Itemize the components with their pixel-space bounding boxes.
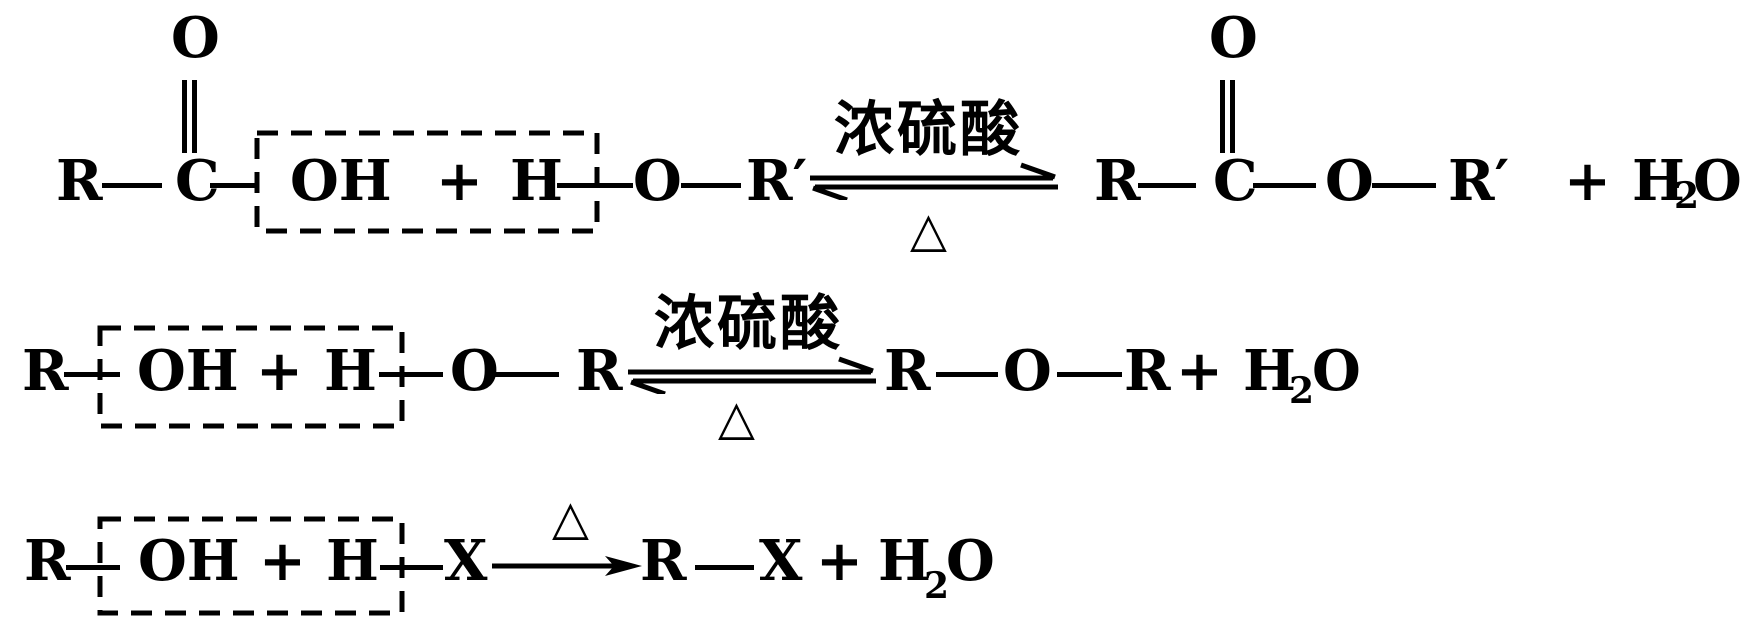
r-prime-group-label: R′ [1448,148,1510,214]
r-group-label: R [884,338,931,404]
plus-sign: + [259,528,306,594]
condition-heat-delta: △ [718,390,755,446]
single-bond [102,183,162,188]
equilibrium-arrows [628,356,876,394]
carbonyl-oxygen-label: O [171,5,220,71]
single-bond [1138,183,1196,188]
r-group-label: R [56,148,103,214]
plus-sign: + [1176,338,1223,404]
hydrogen-label: H [324,338,377,404]
r-group-label: R [1124,338,1171,404]
ester-oxygen-label: O [1325,148,1374,214]
single-bond [681,183,741,188]
single-bond [379,372,443,377]
water-hydrogen-label: H [878,528,931,594]
r-group-label: R [22,338,69,404]
r-prime-group-label: R′ [746,148,808,214]
plus-sign: + [436,148,483,214]
oxygen-label: O [450,338,499,404]
reaction-arrow [492,556,642,576]
r-group-label: R [1094,148,1141,214]
hydroxyl-label: OH [138,528,240,594]
hydrogen-label: H [510,148,563,214]
single-bond [64,372,120,377]
single-bond [210,183,257,188]
double-bond [1230,80,1235,153]
water-hydrogen-label: H [1632,148,1685,214]
carbonyl-carbon-label: C [175,148,220,214]
single-bond [66,565,120,570]
r-group-label: R [640,528,687,594]
single-bond [695,565,754,570]
double-bond [182,80,187,153]
condition-heat-delta: △ [552,490,589,546]
water-subscript: 2 [1674,175,1700,217]
single-bond [380,565,443,570]
equilibrium-arrows [810,162,1058,200]
single-bond [495,372,559,377]
condition-heat-delta: △ [910,202,947,258]
plus-sign: + [256,338,303,404]
oxygen-label: O [633,148,682,214]
hydroxyl-label: OH [137,338,239,404]
carbonyl-oxygen-label: O [1209,5,1258,71]
single-bond [1057,372,1122,377]
water-hydrogen-label: H [1243,338,1296,404]
single-bond [557,183,633,188]
plus-sign: + [1564,148,1611,214]
water-oxygen-label: O [1693,148,1742,214]
hydroxyl-label: OH [290,148,392,214]
water-subscript: 2 [924,565,950,607]
hydrogen-label: H [326,528,379,594]
halogen-label: X [759,528,803,594]
halogen-label: X [444,528,488,594]
dashed-highlight-box [97,325,405,429]
condition-sulfuric-acid-label: 浓硫酸 [654,289,843,359]
single-bond [1372,183,1436,188]
water-subscript: 2 [1289,370,1315,412]
single-bond [936,372,998,377]
condition-sulfuric-acid-label: 浓硫酸 [834,95,1023,165]
water-oxygen-label: O [1312,338,1361,404]
dashed-highlight-box [254,130,600,234]
r-group-label: R [24,528,71,594]
plus-sign: + [816,528,863,594]
double-bond [1220,80,1225,153]
r-group-label: R [576,338,623,404]
double-bond [192,80,197,153]
ether-oxygen-label: O [1003,338,1052,404]
single-bond [1253,183,1316,188]
water-oxygen-label: O [946,528,995,594]
carbonyl-carbon-label: C [1213,148,1258,214]
